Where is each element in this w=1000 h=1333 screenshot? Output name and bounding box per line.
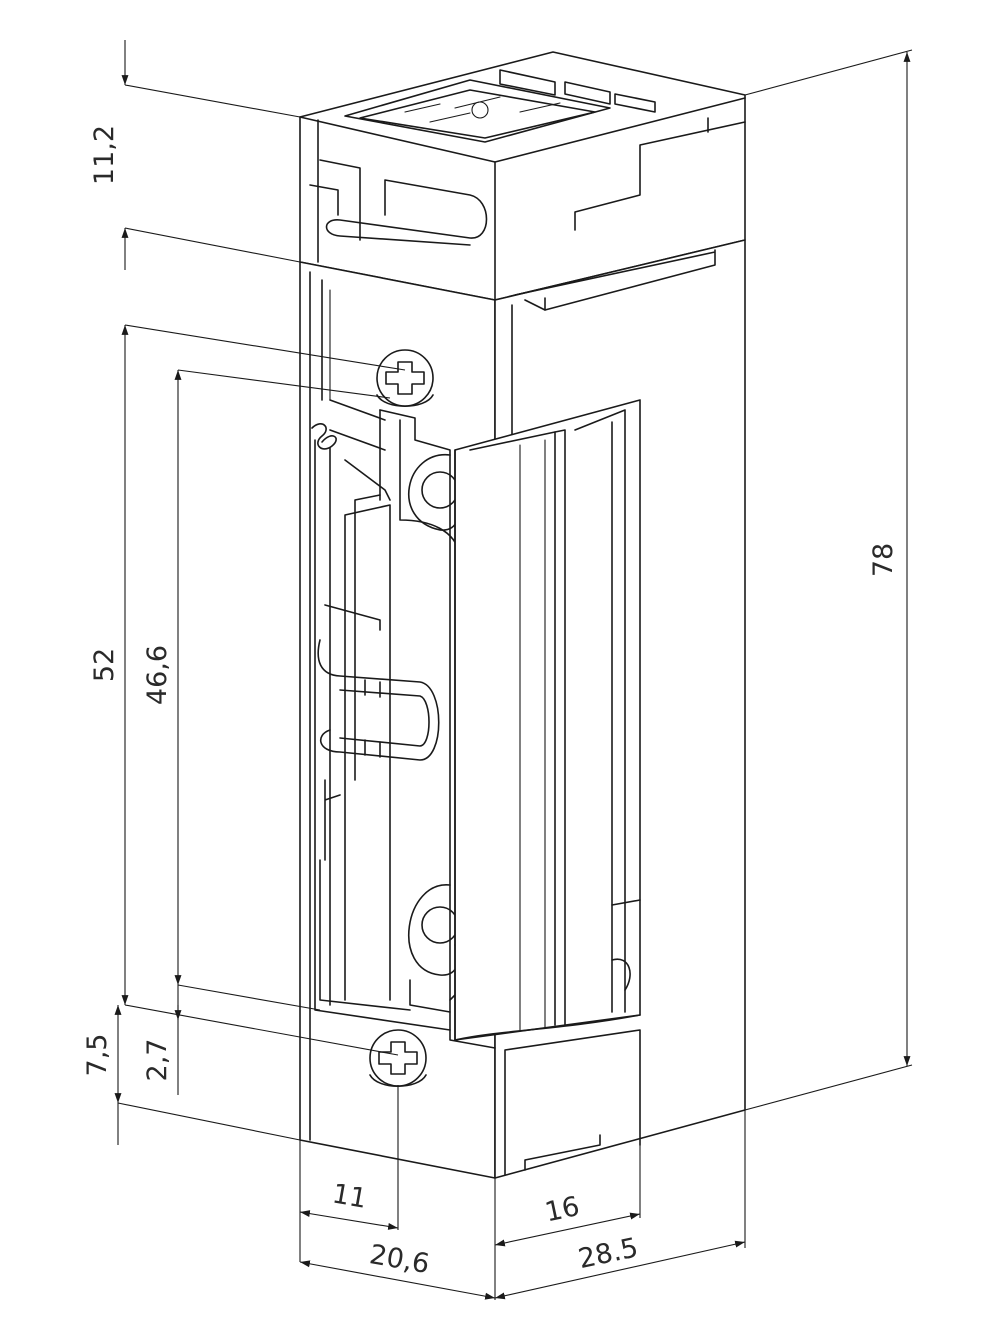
dim-label-front-width: 20,6 [367,1239,432,1280]
dim-label-plate-height: 52 [89,648,120,682]
dim-label-total-height: 78 [868,543,899,577]
dim-label-side-width: 28.5 [576,1232,641,1275]
dim-label-bottom-height: 7,5 [82,1034,113,1077]
dim-label-offset: 2,7 [142,1039,173,1082]
door-opener-body [299,51,746,1179]
dimension-lines [114,40,913,1300]
dim-label-hole-spacing: 46,6 [142,645,173,705]
dim-label-top-height: 11,2 [89,125,120,185]
upper-screw [376,349,434,407]
dim-label-hole-width: 11 [330,1178,369,1214]
dim-label-depth: 16 [542,1191,582,1228]
